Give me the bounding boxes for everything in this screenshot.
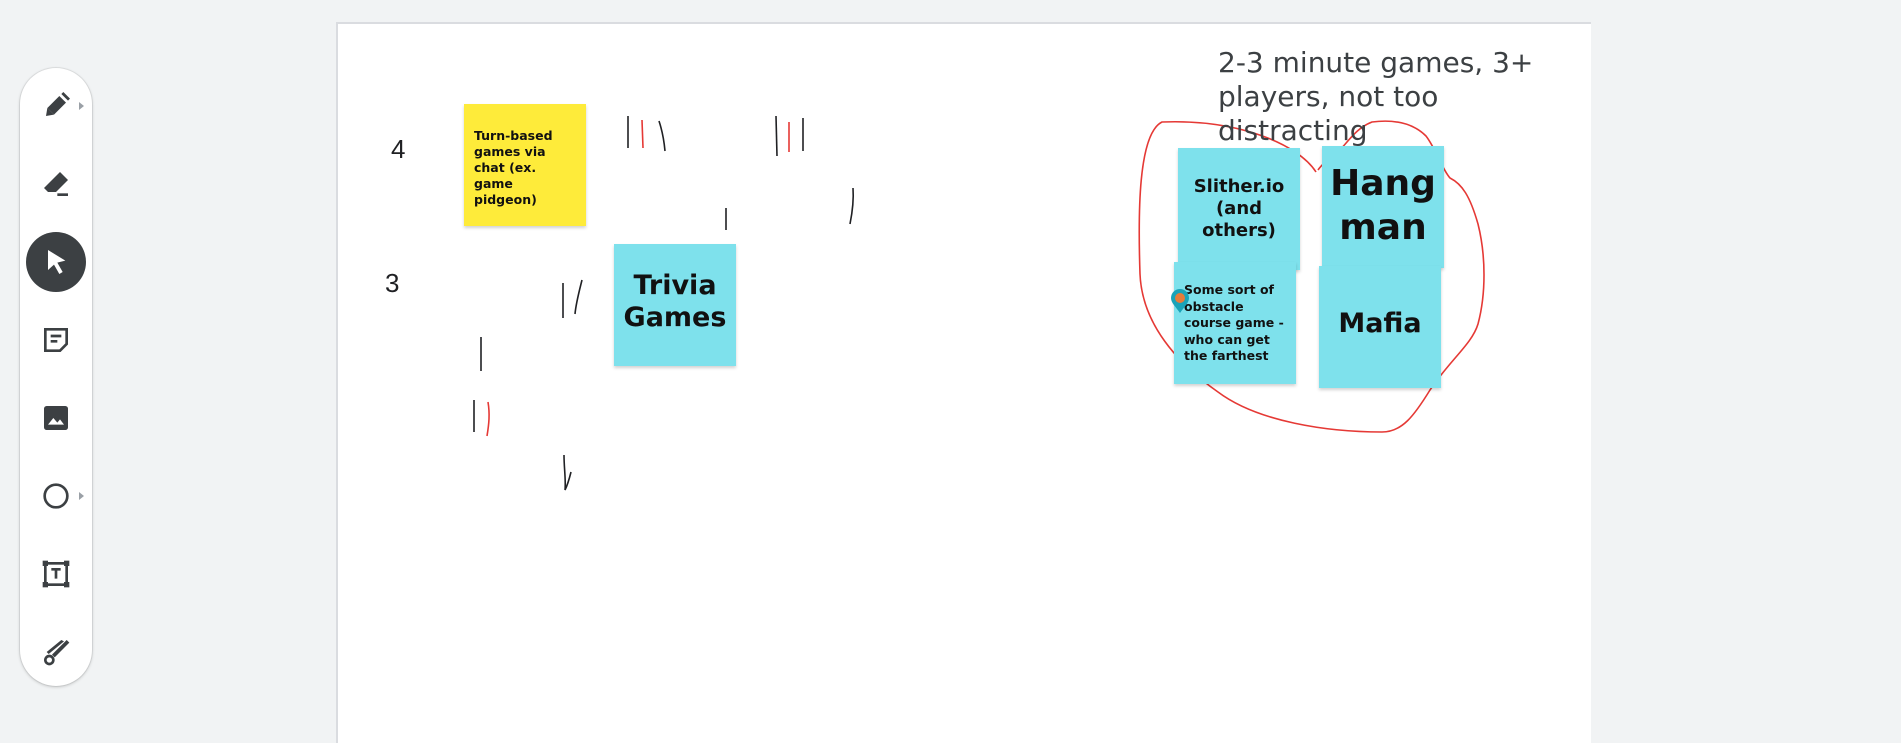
sticky-note-turn-based[interactable]: Turn-based games via chat (ex. game pidg… <box>464 104 586 226</box>
sticky-note-text: Trivia Games <box>623 270 727 333</box>
sticky-note-text: Some sort of obstacle course game - who … <box>1184 282 1284 363</box>
board-heading[interactable]: 2-3 minute games, 3+ players, not too di… <box>1218 46 1534 147</box>
text-box-tool-button[interactable] <box>26 544 86 604</box>
tally-mark <box>849 187 855 225</box>
sticky-note-text: Mafia <box>1338 308 1422 339</box>
tally-mark <box>574 279 583 315</box>
shape-menu-caret-icon <box>79 492 84 500</box>
sticky-note-slither[interactable]: Slither.io (and others) <box>1178 148 1300 270</box>
sticky-note-trivia[interactable]: Trivia Games <box>614 244 736 366</box>
image-tool-button[interactable] <box>26 388 86 448</box>
sticky-note-icon <box>44 328 68 352</box>
sticky-note-text: Hang man <box>1330 163 1436 248</box>
tally-mark <box>563 454 572 491</box>
pen-icon <box>46 92 70 116</box>
select-tool-button[interactable] <box>26 232 86 292</box>
text-box-icon <box>42 560 70 588</box>
row-number-4: 4 <box>391 134 406 164</box>
eraser-icon <box>44 172 68 196</box>
tally-mark <box>775 115 778 157</box>
select-cursor-icon <box>48 250 66 274</box>
circle-shape-icon <box>43 483 69 509</box>
eraser-tool-button[interactable] <box>26 154 86 214</box>
row-number-3: 3 <box>385 268 400 298</box>
whiteboard-canvas[interactable]: 4 3 2-3 minute games, 3+ players, not to… <box>336 22 1591 743</box>
sticky-note-hangman[interactable]: Hang man <box>1322 146 1444 268</box>
sticky-note-obstacle[interactable]: Some sort of obstacle course game - who … <box>1174 262 1296 384</box>
image-icon <box>44 406 68 430</box>
pen-tool-button[interactable] <box>26 76 86 136</box>
pen-menu-caret-icon <box>79 102 84 110</box>
laser-pointer-icon <box>43 640 70 666</box>
sticky-note-text: Slither.io (and others) <box>1193 176 1285 241</box>
tally-mark <box>486 401 490 437</box>
collaborator-cursor-icon <box>1171 289 1189 313</box>
tool-palette <box>20 68 92 686</box>
tally-mark <box>641 119 644 149</box>
shape-tool-button[interactable] <box>26 466 86 526</box>
tally-mark <box>658 120 666 152</box>
sticky-note-tool-button[interactable] <box>26 310 86 370</box>
sticky-note-text: Turn-based games via chat (ex. game pidg… <box>474 128 553 207</box>
laser-tool-button[interactable] <box>26 622 86 682</box>
sticky-note-mafia[interactable]: Mafia <box>1319 266 1441 388</box>
